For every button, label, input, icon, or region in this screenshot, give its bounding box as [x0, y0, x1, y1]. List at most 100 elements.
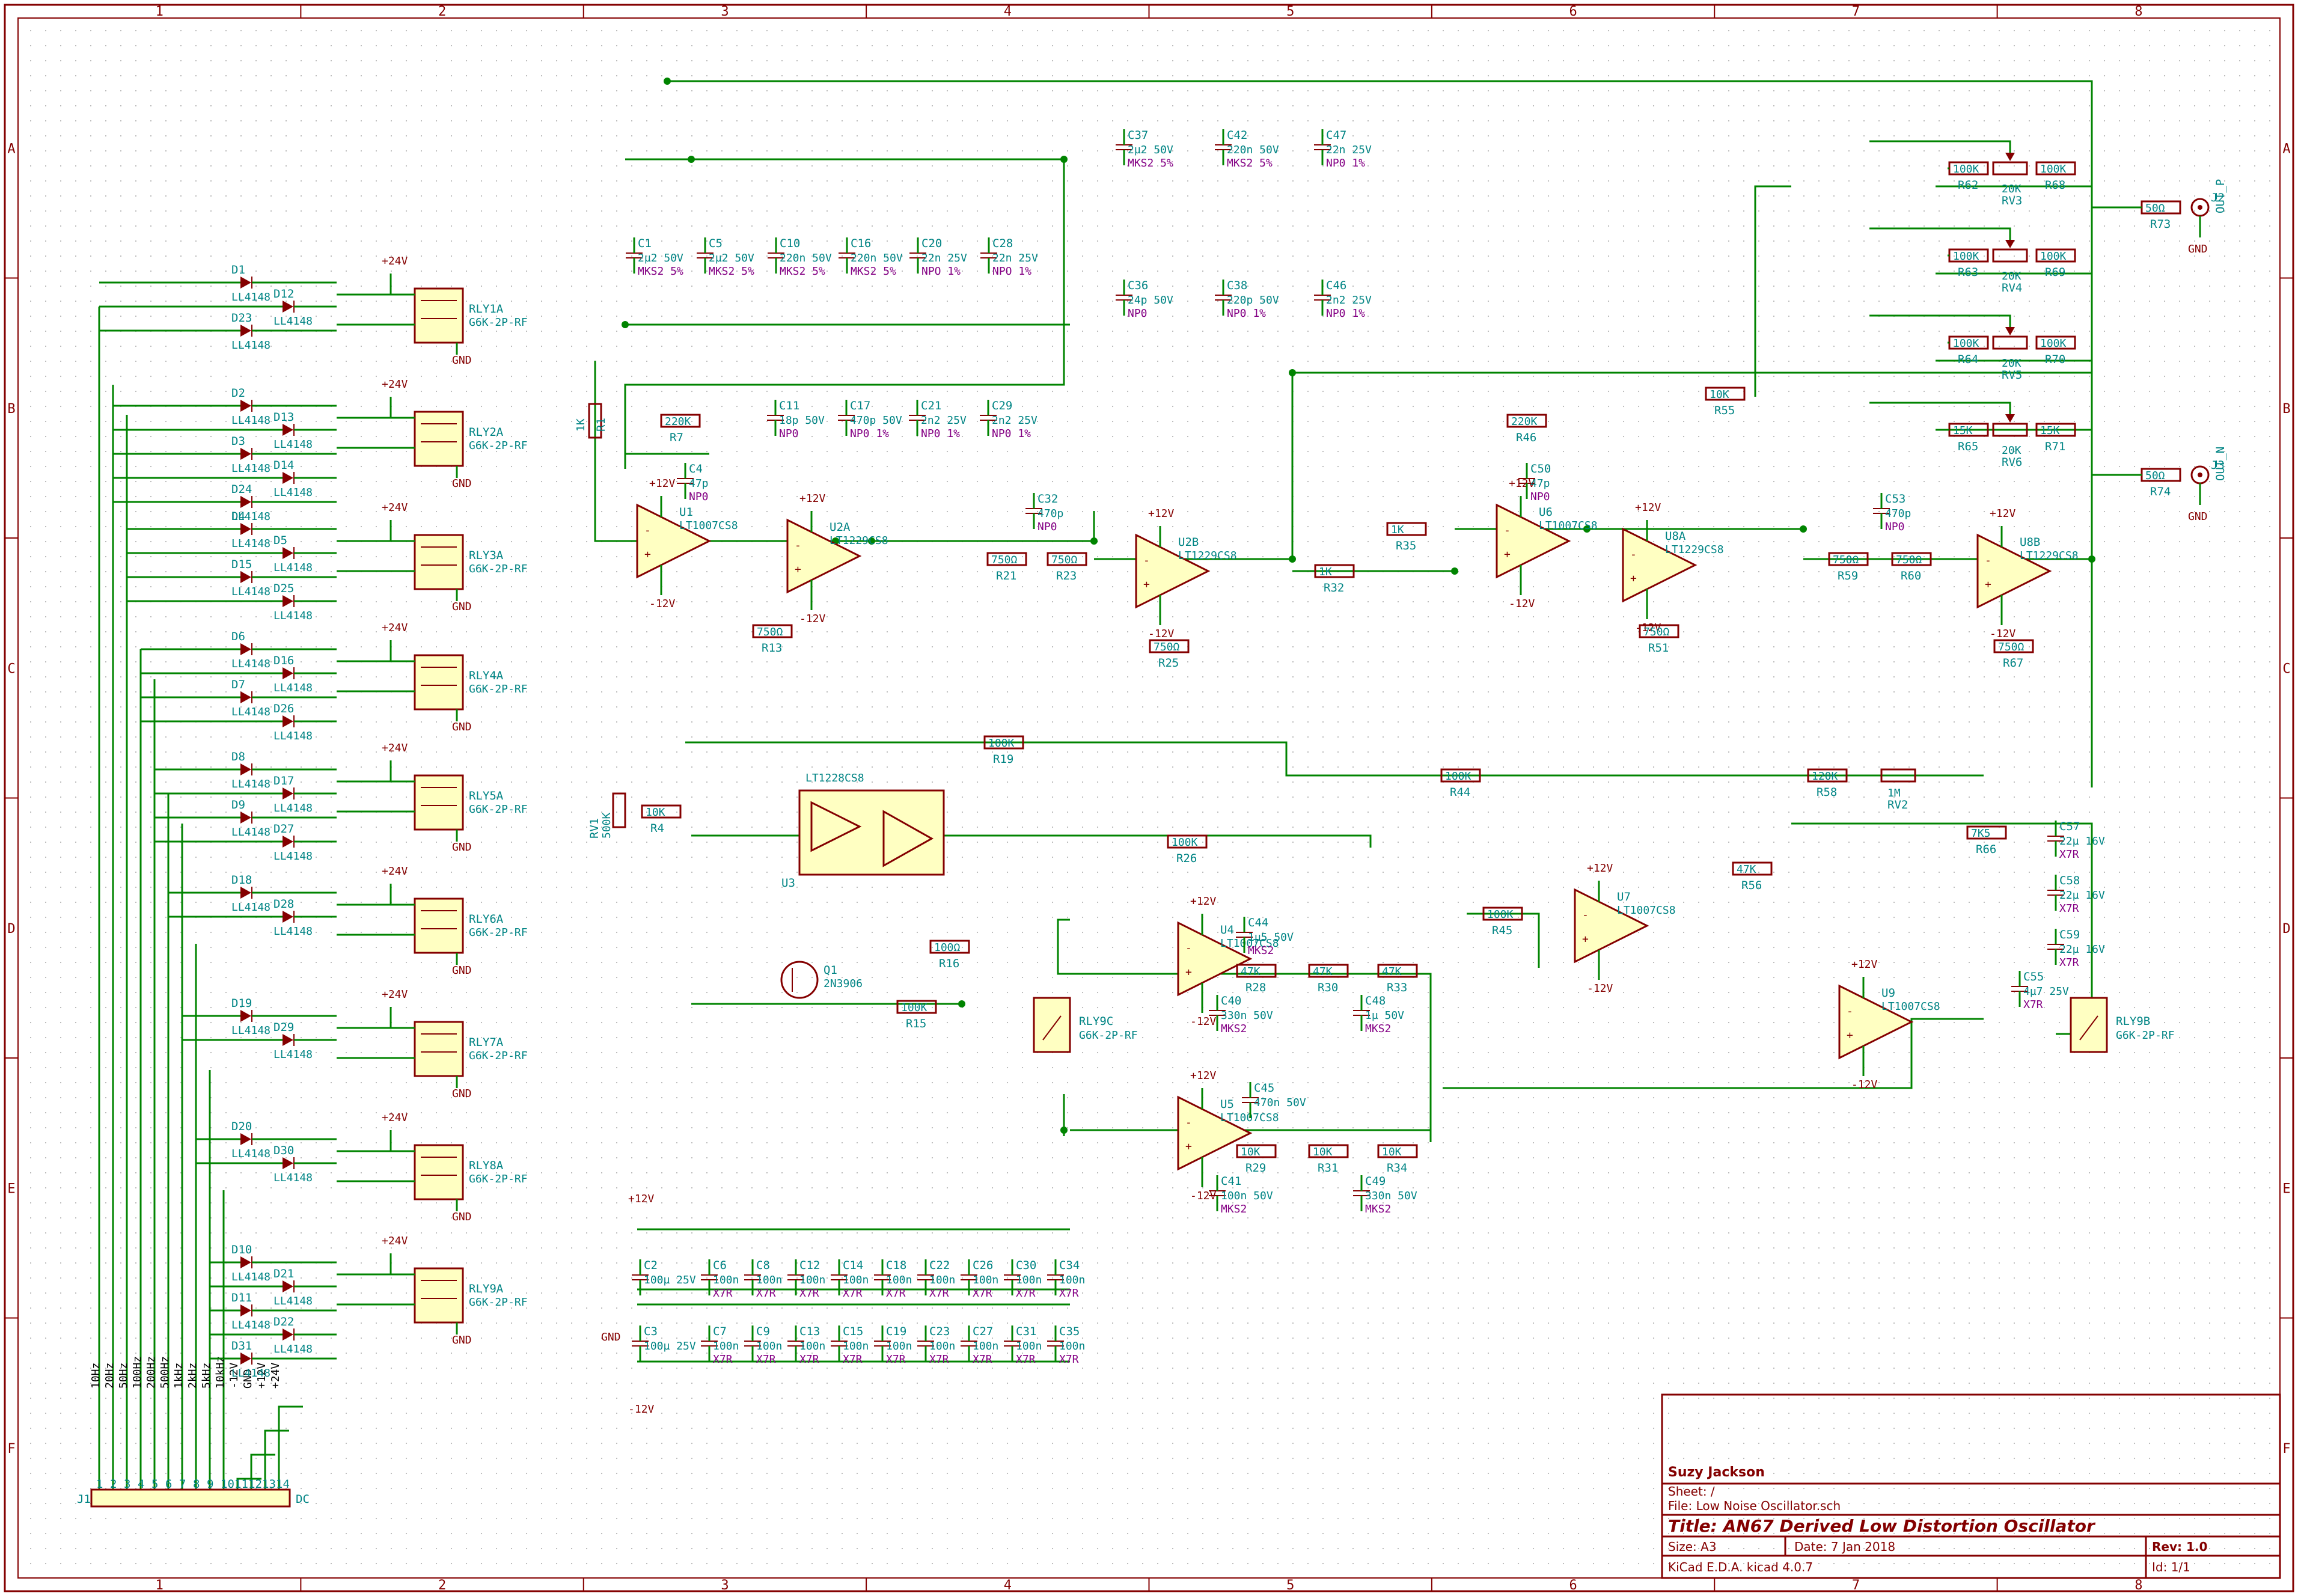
resistor-ref: R74: [2150, 485, 2171, 498]
diode-part: LL4148: [273, 1343, 313, 1356]
cap-value: 100n: [1059, 1274, 1085, 1286]
resistor-value: 100K: [1953, 163, 1979, 176]
connector-net-label: 1kHz: [173, 1363, 185, 1389]
cap-spec: X7R: [756, 1287, 776, 1300]
relay-supply-label: +24V: [382, 1235, 408, 1247]
resistor-ref: R46: [1516, 431, 1536, 444]
resistor-ref: R65: [1958, 440, 1978, 453]
opamp-vminus-label: -12V: [799, 613, 826, 625]
resistor-r15: 100K R15: [896, 1000, 937, 1030]
resistor-value: 100K: [901, 1001, 927, 1014]
trim-ref: RV6: [2002, 456, 2022, 469]
opamp-inv-pin: -: [1582, 909, 1589, 922]
resistor-ref: R51: [1648, 641, 1669, 655]
cap-spec: X7R: [929, 1287, 949, 1300]
opamp-noninv-pin: +: [1504, 548, 1511, 561]
cap-value: 100n: [1059, 1340, 1085, 1353]
cap-value: 100n: [756, 1274, 782, 1286]
resistor-ref: R16: [939, 957, 959, 970]
cap-spec: X7R: [2059, 902, 2079, 915]
cap-spec: NP0 1%: [921, 427, 960, 440]
relay-gnd-label: GND: [452, 1334, 472, 1347]
cap-spec: NPO 1%: [921, 265, 961, 278]
cap-value: 4µ7 25V: [2023, 985, 2069, 998]
opamp-ref: U8A: [1665, 530, 1686, 543]
trim-value: 20K: [2002, 444, 2021, 457]
cap-ref: C4: [689, 462, 703, 475]
cap-value: 100µ 25V: [644, 1340, 696, 1353]
resistor-value: 750Ω: [1896, 554, 1922, 566]
cap-value: 220p 50V: [1227, 294, 1279, 307]
trim-ref: RV5: [2002, 368, 2022, 382]
cap-ref: C13: [799, 1325, 820, 1338]
resistor-value: 47K: [1241, 965, 1261, 978]
resistor-value: 10K: [1710, 388, 1729, 401]
resistor-value: 7K5: [1971, 827, 1991, 840]
tb-rev: Rev: 1.0: [2152, 1539, 2207, 1554]
diode-part: LL4148: [231, 778, 270, 790]
wire: [667, 80, 2093, 787]
cap-ref: C40: [1221, 994, 1241, 1007]
diode-ref: D29: [273, 1021, 294, 1034]
trim-value: 20K: [2002, 357, 2021, 370]
output-gnd-label: GND: [2188, 243, 2208, 255]
opamp-part: LT1229CS8: [830, 534, 888, 547]
opamp-vminus-label: -12V: [1148, 628, 1175, 640]
resistor-value: 220K: [665, 415, 691, 428]
zone-col-label-bottom: 2: [438, 1578, 446, 1593]
cap-value: 18p 50V: [779, 414, 825, 427]
opamp-ref: U7: [1617, 890, 1631, 903]
resistor-ref: R33: [1387, 981, 1407, 994]
relay-gnd-label: GND: [452, 964, 472, 977]
cap-spec: MKS2 5%: [780, 265, 825, 278]
resistor-value: 1K: [1391, 524, 1404, 536]
relay-contact-part: G6K-2P-RF: [1079, 1029, 1138, 1042]
diode-ref: D5: [273, 534, 287, 547]
pot-value: 500K: [600, 812, 613, 839]
cap-value: 22n 25V: [992, 252, 1038, 264]
diode-ref: D28: [273, 897, 294, 911]
resistor-ref: R35: [1396, 539, 1416, 552]
resistor-ref: R34: [1387, 1161, 1407, 1175]
zone-row-label-left: F: [7, 1442, 15, 1457]
tb-sheet: Sheet: /: [1668, 1484, 1715, 1499]
cap-ref: C29: [992, 399, 1012, 412]
cap-ref: C32: [1037, 492, 1058, 506]
resistor-ref: R4: [650, 822, 664, 835]
trim-value: 20K: [2002, 183, 2021, 195]
resistor-ref: R15: [906, 1017, 926, 1030]
cap-spec: MKS2 5%: [638, 265, 683, 278]
opamp-ref: U5: [1220, 1098, 1234, 1111]
zone-row-label-right: B: [2282, 402, 2290, 417]
cap-value: 100n: [843, 1274, 869, 1286]
opamp-layer: -+U1LT1007CS8+12V-12V-+U2ALT1229CS8+12V-…: [636, 477, 2079, 1202]
zone-col-label-bottom: 1: [156, 1578, 163, 1593]
